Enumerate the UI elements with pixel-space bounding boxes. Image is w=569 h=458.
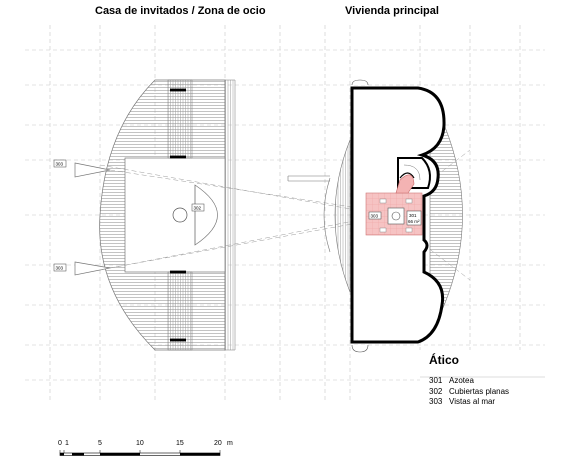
legend-item-label: Cubiertas planas	[449, 386, 510, 396]
legend-item-label: Vistas al mar	[449, 397, 496, 406]
legend-item: 302 Cubiertas planas	[429, 387, 551, 398]
scale-label-20: 20	[214, 440, 222, 447]
legend-item-label: Azotea	[449, 376, 474, 385]
scale-label-10: 10	[136, 440, 144, 447]
guest-house	[74, 79, 236, 351]
legend-item-num: 301	[429, 376, 443, 385]
tag-302: 302	[194, 206, 202, 211]
legend-item: 303 Vistas al mar	[429, 397, 551, 408]
legend-item-num: 302	[429, 386, 443, 396]
scale-label-5: 5	[98, 440, 102, 447]
legend: Ático 301 Azotea 302 Cubiertas planas 30…	[429, 353, 551, 408]
legend-item: 301 Azotea	[429, 376, 551, 387]
scale-bar	[59, 450, 221, 456]
view-arrow-303-top	[74, 162, 111, 178]
guest-house-column	[172, 207, 188, 223]
tag-303-main: 303	[371, 214, 379, 219]
walkway	[287, 175, 330, 182]
tag-area: 66 m²	[408, 219, 420, 224]
room-tags: 303 303 302 303 301 66 m²	[53, 159, 422, 272]
scale-label-0: 0	[58, 440, 62, 447]
legend-title: Ático	[429, 353, 459, 367]
main-house-title: Vivienda principal	[345, 5, 439, 17]
scale-label-15: 15	[176, 440, 184, 447]
main-house-roof-hatch	[334, 139, 351, 293]
guest-house-title: Casa de invitados / Zona de ocio	[95, 5, 266, 17]
main-house	[323, 79, 463, 353]
view-arrow-303-bottom	[74, 261, 111, 276]
scale-label-unit: m	[227, 440, 233, 447]
tag-303-bottom: 303	[56, 266, 64, 271]
tag-301: 301	[409, 213, 417, 218]
tag-303-top: 303	[56, 162, 64, 167]
scale-label-1: 1	[65, 440, 69, 447]
legend-item-num: 303	[429, 397, 443, 406]
